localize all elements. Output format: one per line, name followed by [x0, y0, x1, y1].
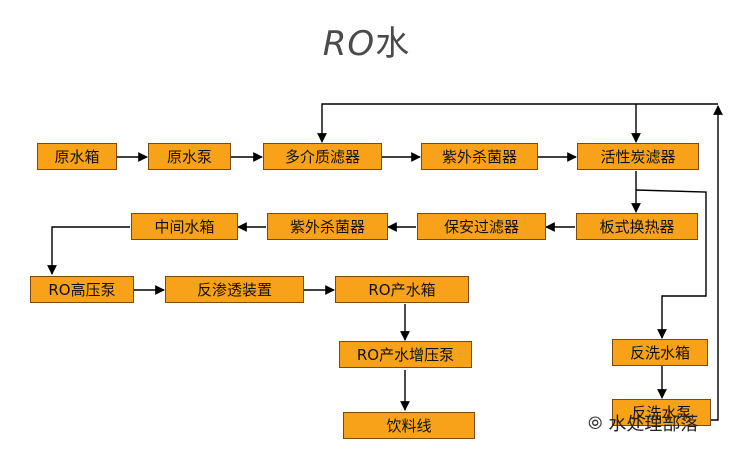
wechat-logo-icon: ⦾ [588, 412, 603, 434]
diagram-title: RO水 [0, 16, 733, 65]
watermark-text: 水处理部落 [608, 414, 699, 435]
box-intermediate-tank: 中间水箱 [131, 213, 238, 240]
box-drinking-line: 饮料线 [343, 412, 475, 439]
backwash-top-return [317, 103, 718, 143]
title-suffix: 水 [375, 24, 411, 64]
watermark: ⦾ 水处理部落 [588, 409, 724, 437]
box-security-filter: 保安过滤器 [417, 213, 546, 240]
arrow-mid-tank-to-ro-pump [47, 226, 130, 275]
box-plate-heat-exchanger: 板式换热器 [576, 213, 698, 240]
title-ro: RO [322, 24, 376, 64]
box-uv-sterilizer-1: 紫外杀菌器 [421, 143, 538, 170]
box-activated-carbon-filter: 活性炭滤器 [577, 143, 699, 170]
box-raw-water-pump: 原水泵 [148, 143, 231, 170]
box-ro-product-tank: RO产水箱 [335, 276, 469, 303]
box-backwash-pump: 反洗水泵 [612, 399, 711, 426]
box-ro-booster-pump: RO产水增压泵 [339, 341, 472, 368]
backwash-return-line [711, 105, 723, 421]
box-multi-media-filter: 多介质滤器 [263, 143, 382, 170]
box-backwash-tank: 反洗水箱 [612, 339, 708, 366]
box-reverse-osmosis-unit: 反渗透装置 [165, 276, 304, 303]
box-uv-sterilizer-2: 紫外杀菌器 [267, 213, 388, 240]
box-ro-high-pressure-pump: RO高压泵 [30, 276, 134, 303]
box-raw-water-tank: 原水箱 [37, 143, 117, 170]
arrow-acf-to-backwash-branch [635, 189, 707, 339]
